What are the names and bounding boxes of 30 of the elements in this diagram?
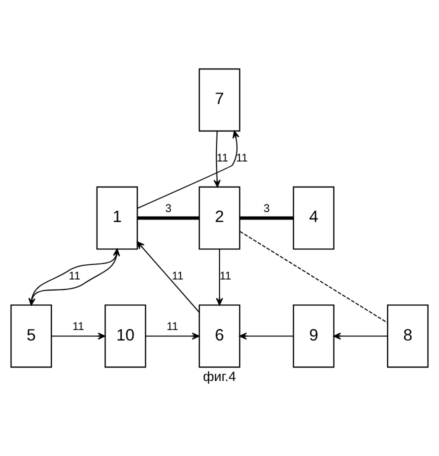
connector bbox=[137, 216, 200, 220]
edge-label: 11 bbox=[216, 152, 228, 164]
edge-label: 3 bbox=[165, 202, 172, 215]
arrow bbox=[146, 332, 200, 340]
edge-label: 11 bbox=[72, 320, 84, 333]
arrow bbox=[239, 332, 294, 340]
caption: фиг.4 bbox=[202, 368, 236, 384]
node-box: 5 bbox=[10, 304, 52, 368]
edge-label: 11 bbox=[68, 270, 80, 282]
node-box: 9 bbox=[292, 304, 334, 368]
arrow bbox=[137, 130, 240, 208]
node-box: 8 bbox=[387, 304, 429, 368]
arrow bbox=[216, 248, 224, 305]
edge-label: 3 bbox=[263, 202, 270, 215]
arrow bbox=[214, 130, 221, 187]
node-box: 10 bbox=[104, 304, 146, 368]
arrow bbox=[333, 332, 388, 340]
node-box: 2 bbox=[198, 186, 240, 250]
edge-label: 11 bbox=[220, 270, 232, 282]
edge-label: 11 bbox=[166, 320, 178, 333]
arrow bbox=[51, 332, 106, 340]
arrow bbox=[136, 240, 200, 312]
node-box: 7 bbox=[198, 68, 240, 132]
node-box: 6 bbox=[198, 304, 240, 368]
edge-label: 11 bbox=[236, 152, 248, 164]
node-box: 4 bbox=[292, 186, 334, 250]
node-box: 1 bbox=[96, 186, 138, 250]
connector bbox=[240, 216, 294, 220]
edge-label: 11 bbox=[172, 270, 184, 282]
connector bbox=[240, 230, 388, 323]
